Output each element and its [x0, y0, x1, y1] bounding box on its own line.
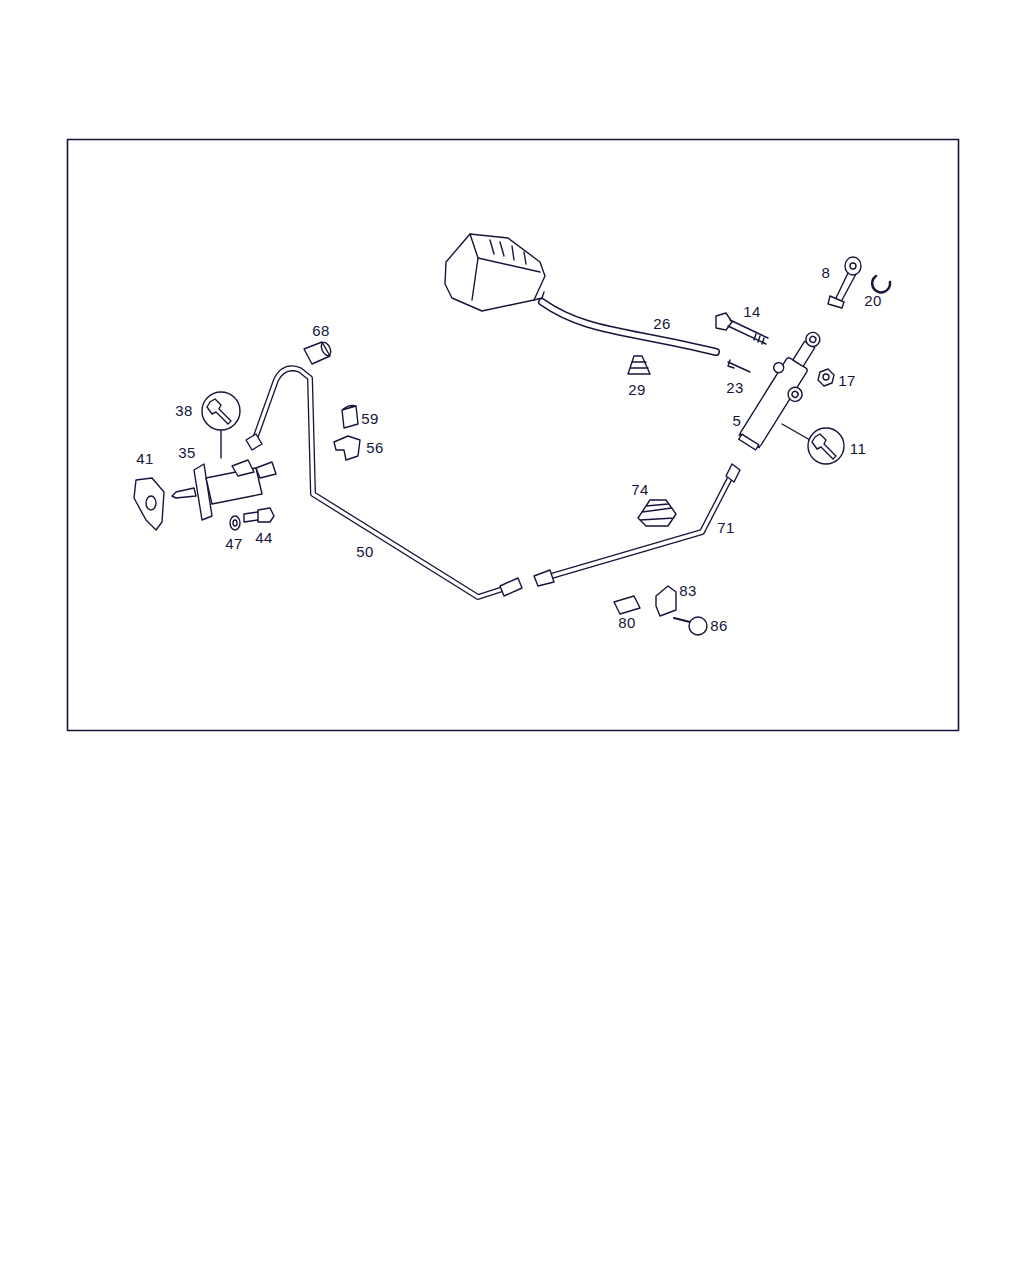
- callout-number: 14: [743, 304, 761, 319]
- pipe-fitting: [246, 434, 262, 450]
- sleeve-end: [319, 341, 332, 357]
- sleeve: [304, 342, 330, 364]
- wrench-icon: [207, 399, 231, 424]
- callout-number: 71: [717, 520, 735, 535]
- bracket: [334, 436, 360, 460]
- pipe-fitting: [534, 570, 554, 586]
- pipe-inner: [548, 474, 732, 577]
- callout-number: 59: [361, 411, 379, 426]
- callout-number: 83: [679, 583, 697, 598]
- callout-number: 68: [312, 323, 330, 338]
- callout-number: 8: [822, 265, 831, 280]
- gasket-hole: [146, 496, 156, 510]
- reservoir: [445, 234, 545, 311]
- callout-number: 11: [850, 441, 867, 456]
- callout-number: 26: [653, 316, 671, 331]
- callout-number: 35: [178, 445, 196, 460]
- callout-number: 41: [136, 451, 154, 466]
- washer: [230, 516, 240, 530]
- washer-hole: [233, 520, 237, 526]
- callout-number: 5: [733, 413, 742, 428]
- leader-line: [220, 430, 221, 458]
- callout-number: 23: [726, 380, 744, 395]
- wrench-icon: [812, 434, 836, 459]
- hose: [542, 302, 716, 352]
- clip: [656, 586, 676, 616]
- pipe-fitting: [500, 578, 522, 596]
- callout-number: 74: [631, 482, 649, 497]
- screw: [674, 617, 707, 635]
- callout-number: 44: [255, 530, 273, 545]
- sleeve: [614, 596, 640, 614]
- pipe-inner: [256, 368, 506, 597]
- callout-number: 56: [366, 440, 384, 455]
- pipe: [548, 474, 732, 577]
- callout-number: 47: [225, 536, 243, 551]
- bolt: [728, 360, 750, 372]
- pipe: [256, 368, 506, 597]
- callout-number: 50: [356, 544, 374, 559]
- leader-line: [782, 424, 810, 440]
- callout-number: 80: [618, 615, 636, 630]
- gasket: [134, 478, 164, 530]
- callout-number: 20: [864, 293, 882, 308]
- clip: [342, 406, 358, 429]
- pipe-fitting: [726, 464, 740, 482]
- clip: [872, 276, 890, 292]
- callout-number: 86: [710, 618, 728, 633]
- frame: [68, 140, 959, 731]
- boot: [638, 500, 676, 526]
- bolt: [244, 508, 274, 522]
- callout-number: 38: [175, 403, 193, 418]
- callout-number: 17: [838, 373, 856, 388]
- nut-hole: [823, 374, 829, 380]
- hose-inner: [542, 302, 716, 352]
- grommet: [628, 356, 650, 374]
- rod-end: [828, 257, 861, 308]
- wrench-symbol: [202, 392, 240, 430]
- wrench-symbol: [808, 428, 844, 464]
- callout-number: 29: [628, 382, 646, 397]
- nut: [818, 369, 834, 386]
